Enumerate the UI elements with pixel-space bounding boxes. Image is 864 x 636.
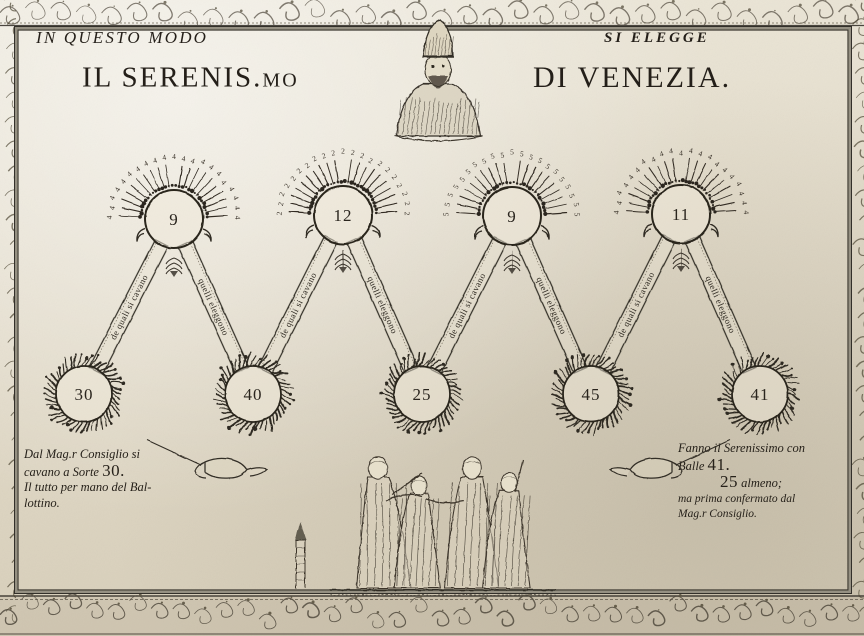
- caption-right-number-25: 25: [720, 472, 738, 491]
- heading-left-big: IL SERENIS.mo: [82, 62, 299, 95]
- heading-right-big: DI VENEZIA.: [533, 61, 731, 95]
- caption-right: Fanno il Serenissimo con Balle 41. 25 al…: [678, 441, 864, 523]
- heading-right-small-text: SI ELEGGE: [604, 30, 710, 46]
- caption-left-line1: Dal Mag.r Consiglio si: [24, 447, 140, 461]
- caption-left-number: 30.: [102, 460, 125, 480]
- heading-left-small-text: IN QUESTO MODO: [36, 28, 209, 47]
- caption-left-line2: cavano a Sorte: [24, 464, 99, 479]
- caption-right-line4: ma prima confermato dal: [678, 492, 796, 505]
- caption-right-line5: Mag.r Consiglio.: [678, 508, 757, 520]
- ornament-border-bottom: [0, 590, 864, 636]
- heading-left-big-text: IL SERENIS.mo: [82, 61, 299, 94]
- caption-left-line4: lottino.: [24, 495, 60, 510]
- caption-right-line3: almeno;: [741, 476, 783, 490]
- heading-right-small: SI ELEGGE: [604, 30, 710, 47]
- caption-right-line1: Fanno il Serenissimo con: [678, 441, 805, 455]
- ornament-border-top: [0, 0, 864, 28]
- heading-left-small: IN QUESTO MODO: [36, 28, 208, 48]
- caption-right-line2: Balle: [678, 458, 705, 473]
- caption-right-number-41: 41.: [707, 454, 731, 474]
- caption-left: Dal Mag.r Consiglio si cavano a Sorte 30…: [24, 447, 234, 511]
- caption-left-line3: Il tutto per mano del Bal-: [24, 480, 152, 494]
- heading-right-big-text: DI VENEZIA.: [533, 61, 732, 94]
